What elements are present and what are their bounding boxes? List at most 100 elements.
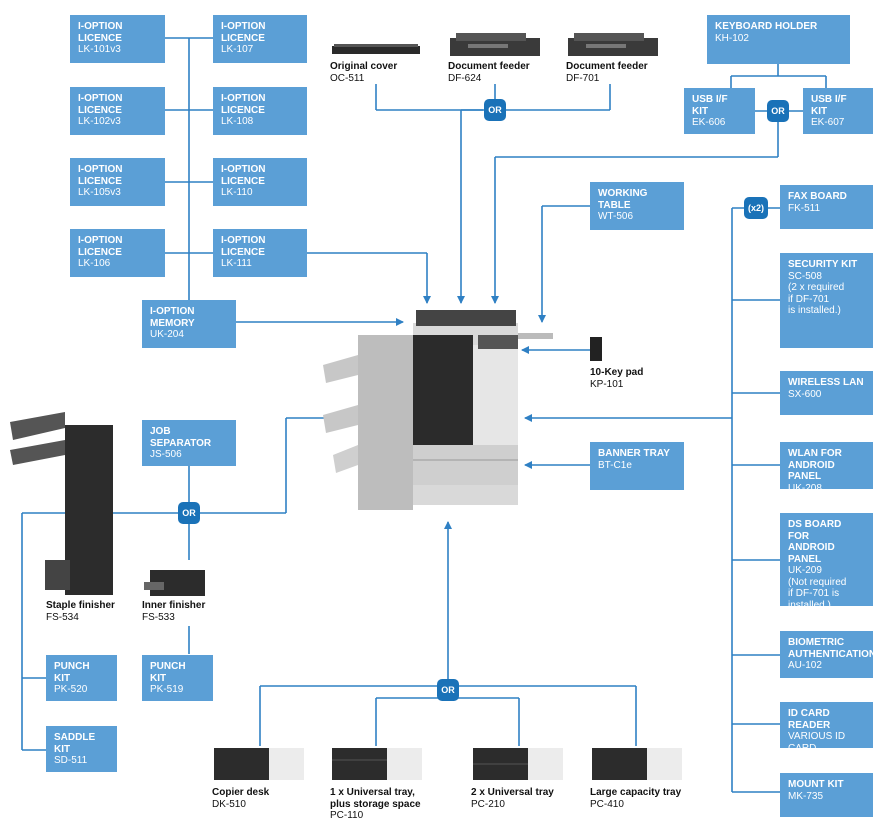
option-code: SX-600 bbox=[788, 388, 822, 400]
punch-kit-title: PUNCH KIT bbox=[150, 661, 186, 684]
licence-code: LK-110 bbox=[221, 187, 253, 198]
product-code: PC-210 bbox=[471, 798, 505, 810]
inner-finisher-image bbox=[144, 570, 205, 596]
saddle-kit-title: SADDLE KIT bbox=[54, 732, 96, 755]
product-code: PC-410 bbox=[590, 798, 624, 810]
licence-code: LK-105v3 bbox=[78, 187, 121, 198]
product-code: FS-534 bbox=[46, 611, 79, 623]
original-cover-image bbox=[332, 44, 420, 54]
product-name: 1 x Universal tray, plus storage space bbox=[330, 787, 421, 810]
job-separator-code: JS-506 bbox=[150, 449, 182, 460]
product-code: OC-511 bbox=[330, 72, 365, 84]
usb-kit-code: EK-607 bbox=[811, 117, 845, 128]
keyboard-holder-title: KEYBOARD HOLDER bbox=[715, 21, 818, 32]
product-code: DK-510 bbox=[212, 798, 246, 810]
banner-tray-code: BT-C1e bbox=[598, 459, 632, 471]
large-capacity-tray-image bbox=[592, 748, 682, 780]
product-code: KP-101 bbox=[590, 378, 624, 390]
working-table-code: WT-506 bbox=[598, 211, 634, 222]
option-title: WIRELESS LAN bbox=[788, 377, 864, 388]
product-name: Original cover bbox=[330, 61, 398, 72]
option-title: FAX BOARD bbox=[788, 191, 847, 202]
product-code: PC-110 bbox=[330, 810, 364, 821]
usb-kit-code: EK-606 bbox=[692, 117, 726, 128]
licence-code: LK-102v3 bbox=[78, 116, 121, 127]
keyboard-holder-code: KH-102 bbox=[715, 32, 749, 44]
option-code: UK-209 (Not required if DF-701 is instal… bbox=[788, 565, 847, 611]
universal-tray-pc110-image bbox=[332, 748, 422, 780]
option-code: VARIOUS ID CARD TECHNOLOGIES bbox=[788, 731, 868, 765]
memory-title: i-OPTION MEMORY bbox=[150, 306, 195, 329]
option-code: AU-102 bbox=[788, 660, 822, 671]
banner-tray-title: BANNER TRAY bbox=[598, 448, 670, 459]
or-badge-finisher: OR bbox=[178, 502, 200, 524]
licence-title: i-OPTION LICENCE bbox=[221, 164, 266, 187]
or-badge-bottom: OR bbox=[437, 679, 459, 701]
job-separator-title: JOB SEPARATOR bbox=[150, 426, 212, 449]
product-name: Document feeder bbox=[566, 61, 648, 72]
memory-code: UK-204 bbox=[150, 329, 184, 340]
document-feeder-df624-image bbox=[450, 33, 540, 56]
product-name: Inner finisher bbox=[142, 600, 206, 611]
document-feeder-df701-image bbox=[568, 33, 658, 56]
or-badge-top: OR bbox=[484, 99, 506, 121]
licence-code: LK-108 bbox=[221, 116, 254, 127]
keypad-image bbox=[590, 337, 602, 361]
or-badge-usb: OR bbox=[767, 100, 789, 122]
copier-desk-image bbox=[214, 748, 304, 780]
licence-code: LK-101v3 bbox=[78, 44, 121, 55]
product-name: Large capacity tray bbox=[590, 787, 682, 798]
option-title: DS BOARD FOR ANDROID PANEL bbox=[788, 519, 842, 565]
licence-code: LK-107 bbox=[221, 44, 254, 55]
licence-code: LK-111 bbox=[221, 258, 252, 269]
licence-title: i-OPTION LICENCE bbox=[221, 235, 266, 258]
product-name: Staple finisher bbox=[46, 600, 115, 611]
licence-code: LK-106 bbox=[78, 258, 111, 269]
product-name: 2 x Universal tray bbox=[471, 787, 554, 798]
licence-title: i-OPTION LICENCE bbox=[78, 21, 123, 44]
universal-tray-pc210-image bbox=[473, 748, 563, 780]
usb-kit-title: USB I/F KIT bbox=[692, 94, 728, 117]
punch-kit-code: PK-519 bbox=[150, 684, 184, 695]
punch-kit-title: PUNCH KIT bbox=[54, 661, 90, 684]
saddle-kit-code: SD-511 bbox=[54, 755, 88, 766]
usb-kit-title: USB I/F KIT bbox=[811, 94, 847, 117]
product-name: Document feeder bbox=[448, 61, 530, 72]
option-title: MOUNT KIT bbox=[788, 779, 844, 790]
licence-title: i-OPTION LICENCE bbox=[78, 164, 123, 187]
option-title: ID CARD READER bbox=[788, 708, 831, 731]
working-table-title: WORKING TABLE bbox=[598, 188, 648, 211]
licence-title: i-OPTION LICENCE bbox=[78, 235, 123, 258]
product-code: FS-533 bbox=[142, 611, 175, 623]
